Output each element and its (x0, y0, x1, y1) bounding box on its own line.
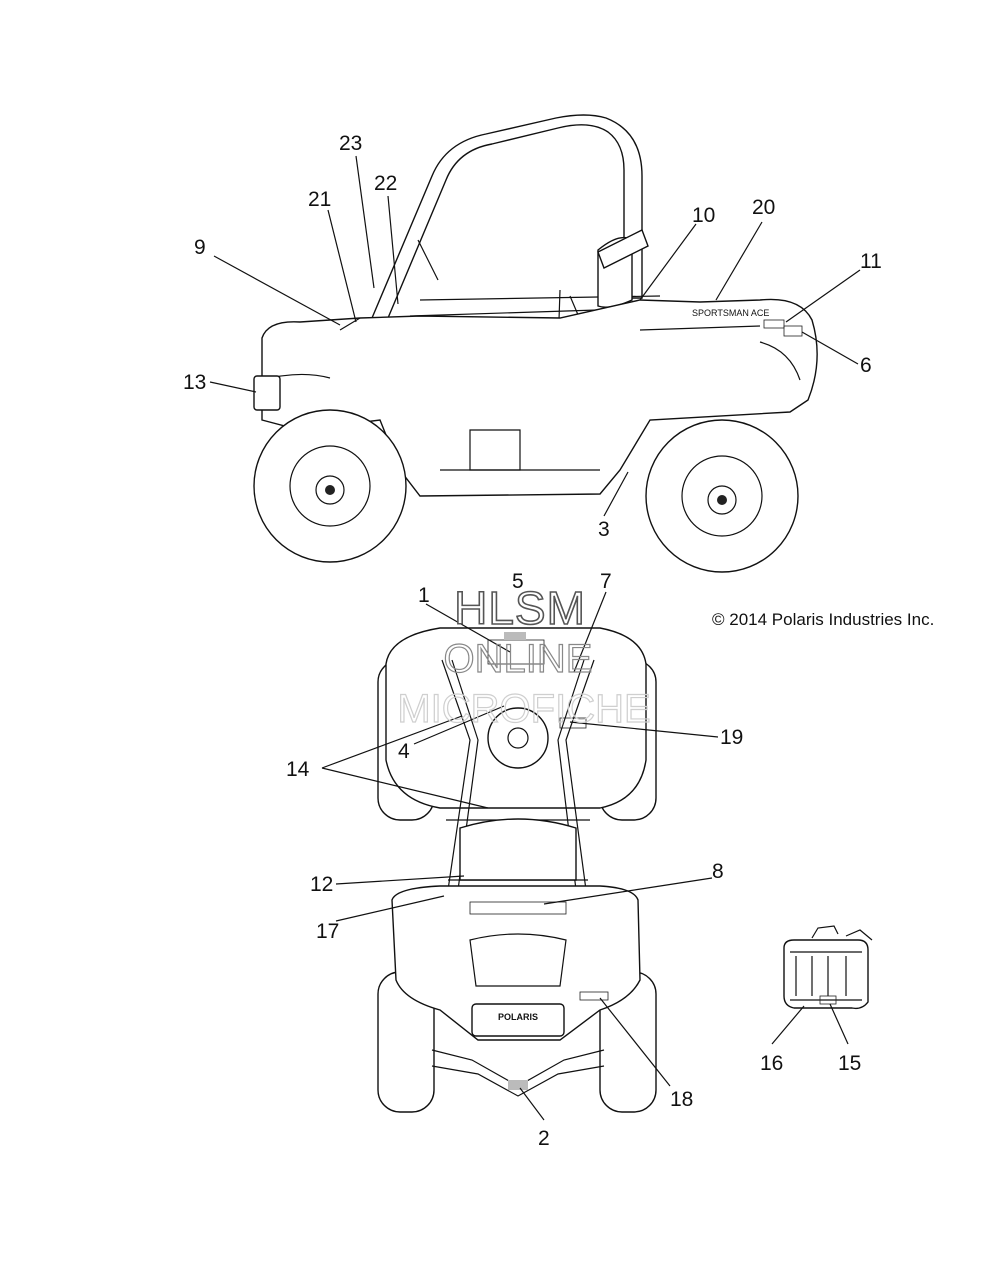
side-body-panel (261, 298, 818, 497)
callout-5: 5 (512, 570, 524, 593)
callout-13: 13 (183, 371, 206, 394)
side-decal-text: SPORTSMAN ACE (692, 308, 769, 318)
callout-4: 4 (398, 740, 410, 763)
leader-lines (209, 155, 861, 1121)
callout-14: 14 (286, 758, 310, 781)
callout-12: 12 (310, 873, 333, 896)
top-front-hood (391, 885, 641, 1041)
callout-20: 20 (752, 196, 775, 219)
side-seat-spring (597, 229, 649, 269)
side-front-wheel (253, 409, 407, 563)
callout-numbers: 23 22 21 9 13 10 20 11 6 3 1 5 7 4 14 19… (183, 132, 882, 1150)
side-headlight (253, 375, 281, 411)
top-view-vehicle: POLARIS (377, 627, 657, 1113)
top-decal-18 (579, 991, 609, 1001)
side-decal-6 (783, 325, 803, 337)
callout-17: 17 (316, 920, 339, 943)
top-decal-19 (559, 717, 587, 729)
copyright-notice: © 2014 Polaris Industries Inc. (712, 610, 934, 629)
top-seat (459, 818, 577, 881)
callout-7: 7 (600, 570, 612, 593)
callout-22: 22 (374, 172, 397, 195)
callout-3: 3 (598, 518, 610, 541)
callout-2: 2 (538, 1127, 550, 1150)
callout-23: 23 (339, 132, 362, 155)
callout-11: 11 (860, 250, 882, 273)
watermark-line3: MICROFICHE (397, 687, 650, 731)
front-badge: POLARIS (498, 1012, 538, 1022)
callout-19: 19 (720, 726, 743, 749)
callout-9: 9 (194, 236, 206, 259)
top-steering-wheel (487, 707, 549, 769)
watermark-line2: ONLINE (444, 637, 593, 681)
watermark-line1: HLSM (454, 582, 586, 634)
callout-15: 15 (838, 1052, 861, 1075)
top-front-grille (471, 1003, 565, 1037)
callout-6: 6 (860, 354, 872, 377)
side-view-vehicle: SPORTSMAN ACE (253, 114, 818, 573)
top-decal-1 (504, 632, 526, 640)
side-decal-11 (763, 319, 785, 329)
fuel-tank-detail (783, 925, 873, 1010)
watermark: HLSM ONLINE MICROFICHE (397, 581, 652, 731)
callout-8: 8 (712, 860, 724, 883)
callout-21: 21 (308, 188, 331, 211)
callout-16: 16 (760, 1052, 783, 1075)
callout-10: 10 (692, 204, 715, 227)
side-rear-wheel (645, 419, 799, 573)
callout-1: 1 (418, 584, 430, 607)
callout-18: 18 (670, 1088, 693, 1111)
